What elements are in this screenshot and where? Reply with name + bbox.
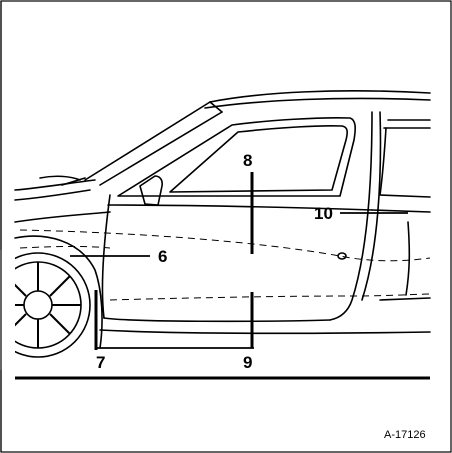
door-bottom-edge xyxy=(103,317,331,323)
callout-8: 8 xyxy=(243,151,252,170)
door-window-glass xyxy=(169,125,348,193)
figure-reference: A-17126 xyxy=(384,429,426,441)
hood-line xyxy=(14,179,96,191)
sill-line xyxy=(99,329,431,335)
a-pillar-outer xyxy=(84,101,211,181)
callout-9: 9 xyxy=(243,353,252,372)
callout-6: 6 xyxy=(158,247,167,266)
door-belt-line xyxy=(107,204,373,211)
callout-10: 10 xyxy=(314,204,333,223)
rear-window xyxy=(379,127,431,198)
fender-line xyxy=(14,211,111,223)
front-wheel xyxy=(0,252,91,358)
roof-line-inner xyxy=(204,97,431,109)
measurement-lines xyxy=(94,172,254,350)
leader-lines-thin xyxy=(70,212,408,349)
wheel-arch xyxy=(14,235,103,349)
door-handle xyxy=(337,252,347,260)
car-body-outline xyxy=(14,90,431,349)
side-mirror xyxy=(139,175,163,206)
roof-line xyxy=(209,90,431,103)
callout-7: 7 xyxy=(96,353,105,372)
door-window-frame xyxy=(117,117,356,197)
dashed-contours xyxy=(19,229,431,301)
a-pillar-inner xyxy=(99,111,223,186)
door-front-edge xyxy=(101,194,111,319)
door-rear-edge xyxy=(329,111,373,321)
